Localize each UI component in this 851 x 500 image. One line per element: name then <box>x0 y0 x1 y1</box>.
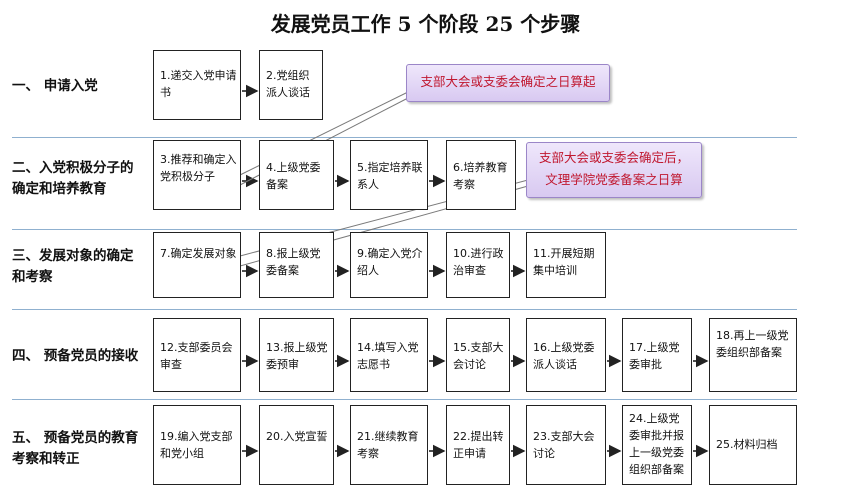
stage-separator <box>12 137 797 138</box>
step-box-23: 23.支部大会讨论 <box>526 405 606 485</box>
step-box-6: 6.培养教育考察 <box>446 140 516 210</box>
step-box-22: 22.提出转正申请 <box>446 405 510 485</box>
step-box-8: 8.报上级党委备案 <box>259 232 334 298</box>
stage-label-line: 和考察 <box>12 269 53 285</box>
stage-label-line: 四、 预备党员的接收 <box>12 348 139 364</box>
callout-text: 支部大会或支委会确定后， <box>538 150 689 165</box>
stage-label-5: 五、 预备党员的教育 考察和转正 <box>12 428 138 470</box>
stage-label-line: 考察和转正 <box>12 451 80 467</box>
step-box-12: 12.支部委员会审查 <box>153 318 241 392</box>
step-box-18: 18.再上一级党委组织部备案 <box>709 318 797 392</box>
step-box-9: 9.确定入党介绍人 <box>350 232 428 298</box>
step-box-7: 7.确定发展对象 <box>153 232 241 298</box>
stage-separator <box>12 309 797 310</box>
diagram-title: 发展党员工作 5 个阶段 25 个步骤 <box>270 12 581 36</box>
step-box-24: 24.上级党委审批并报上一级党委组织部备案 <box>622 405 692 485</box>
step-box-21: 21.继续教育考察 <box>350 405 428 485</box>
step-box-5: 5.指定培养联系人 <box>350 140 428 210</box>
step-box-15: 15.支部大会讨论 <box>446 318 510 392</box>
step-box-2: 2.党组织派人谈话 <box>259 50 323 120</box>
stage-label-line: 一、 申请入党 <box>12 78 98 94</box>
step-box-25: 25.材料归档 <box>709 405 797 485</box>
step-box-14: 14.填写入党志愿书 <box>350 318 428 392</box>
stage-label-line: 确定和培养教育 <box>12 181 107 197</box>
step-box-4: 4.上级党委备案 <box>259 140 334 210</box>
stage-label-2: 二、入党积极分子的 确定和培养教育 <box>12 158 134 200</box>
stage-label-line: 三、发展对象的确定 <box>12 248 134 264</box>
stage-label-line: 二、入党积极分子的 <box>12 160 134 176</box>
stage-label-line: 五、 预备党员的教育 <box>12 430 139 446</box>
stage-label-1: 一、 申请入党 <box>12 76 98 97</box>
step-box-1: 1.递交入党申请书 <box>153 50 241 120</box>
callout-box-2: 支部大会或支委会确定后， 文理学院党委备案之日算 <box>526 142 702 198</box>
step-box-3: 3.推荐和确定入党积极分子 <box>153 140 241 210</box>
step-box-19: 19.编入党支部和党小组 <box>153 405 241 485</box>
stage-separator <box>12 229 797 230</box>
step-box-16: 16.上级党委派人谈话 <box>526 318 606 392</box>
stage-label-3: 三、发展对象的确定 和考察 <box>12 246 134 288</box>
step-box-11: 11.开展短期集中培训 <box>526 232 606 298</box>
callout-text: 文理学院党委备案之日算 <box>545 172 683 187</box>
callout-box-1: 支部大会或支委会确定之日算起 <box>406 64 610 102</box>
stage-separator <box>12 399 797 400</box>
step-box-10: 10.进行政治审查 <box>446 232 510 298</box>
callout-text: 支部大会或支委会确定之日算起 <box>420 74 596 89</box>
stage-label-4: 四、 预备党员的接收 <box>12 346 138 367</box>
step-box-20: 20.入党宣誓 <box>259 405 334 485</box>
step-box-13: 13.报上级党委预审 <box>259 318 334 392</box>
step-box-17: 17.上级党委审批 <box>622 318 692 392</box>
